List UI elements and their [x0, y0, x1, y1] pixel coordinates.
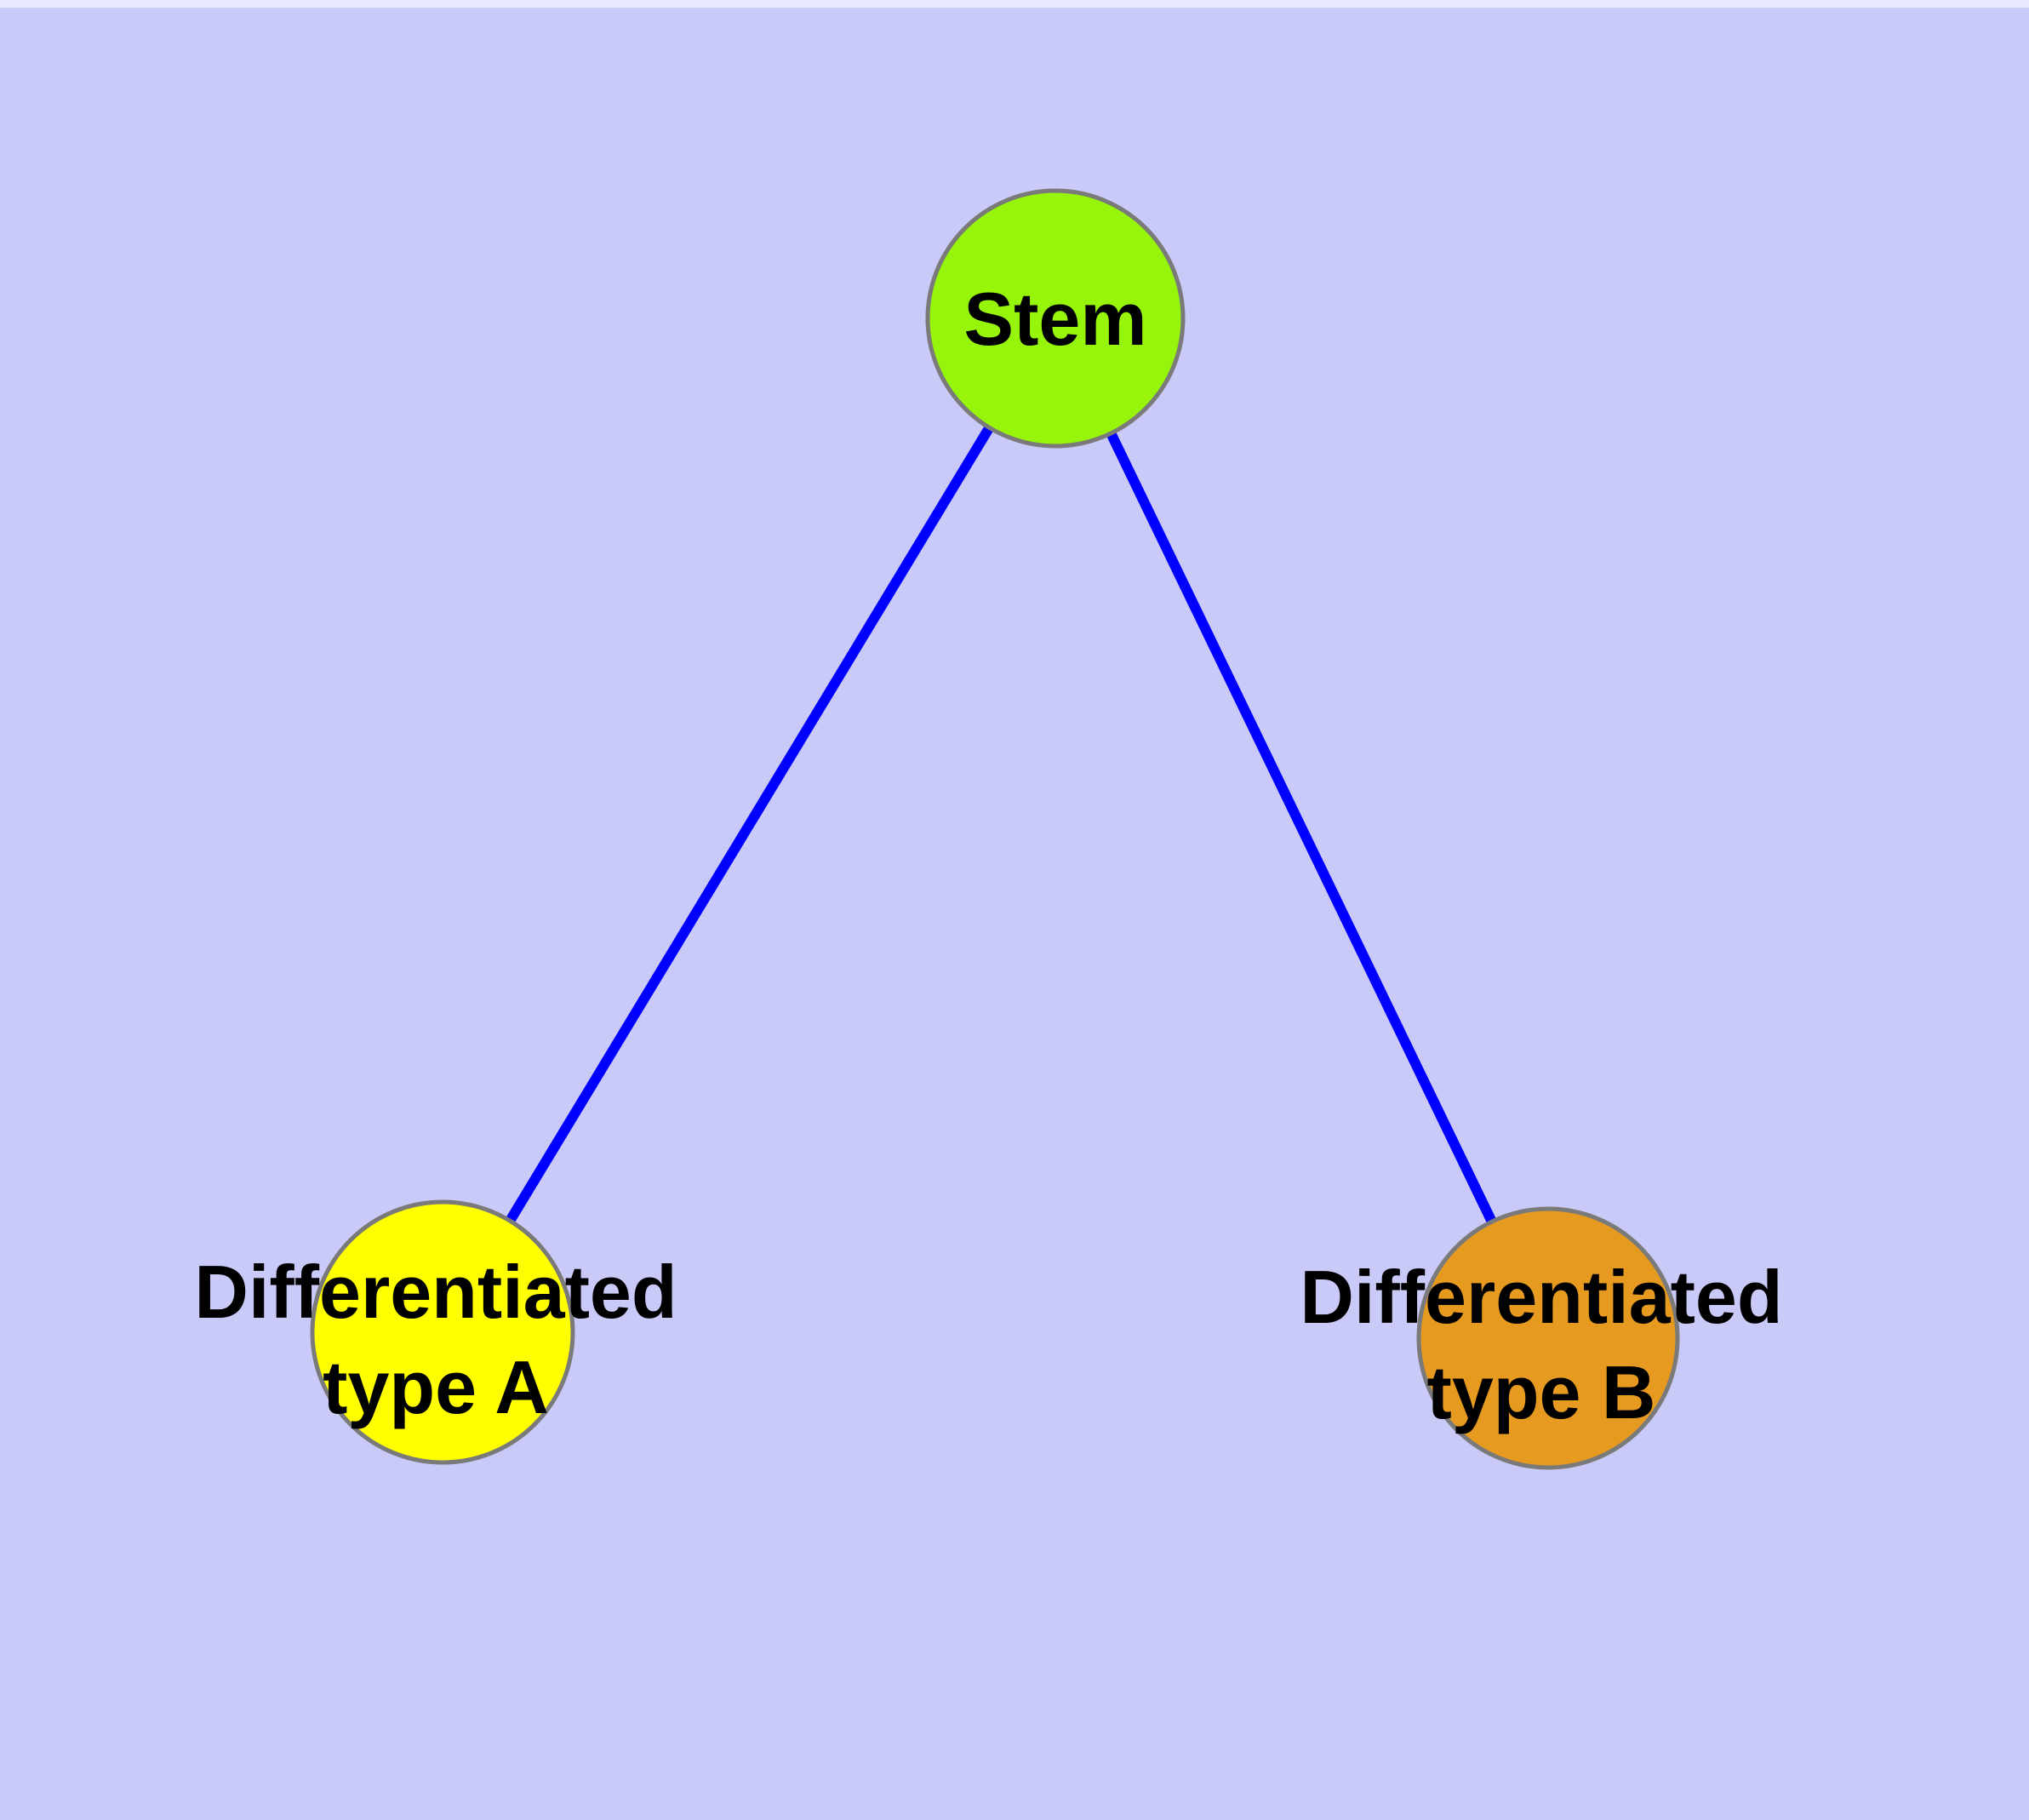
- node-stem-circle: [925, 188, 1186, 449]
- node-typeA: Differentiated type A: [194, 1199, 677, 1465]
- node-typeA-label-line2: type A: [323, 1345, 549, 1429]
- node-typeB-label-line2: type B: [1427, 1350, 1656, 1434]
- node-typeB: Differentiated type B: [1300, 1206, 1783, 1470]
- top-edge-strip: [0, 0, 2029, 8]
- node-typeB-label-line1: Differentiated: [1300, 1255, 1782, 1339]
- edge-stem-to-typeA: [437, 315, 1060, 1336]
- node-typeA-label-line1: Differentiated: [194, 1250, 677, 1334]
- edge-stem-to-typeB: [1050, 316, 1553, 1341]
- node-stem-label: Stem: [963, 277, 1146, 361]
- node-typeB-circle: [1416, 1206, 1680, 1470]
- node-stem: Stem: [925, 188, 1186, 449]
- node-typeA-circle: [310, 1199, 575, 1465]
